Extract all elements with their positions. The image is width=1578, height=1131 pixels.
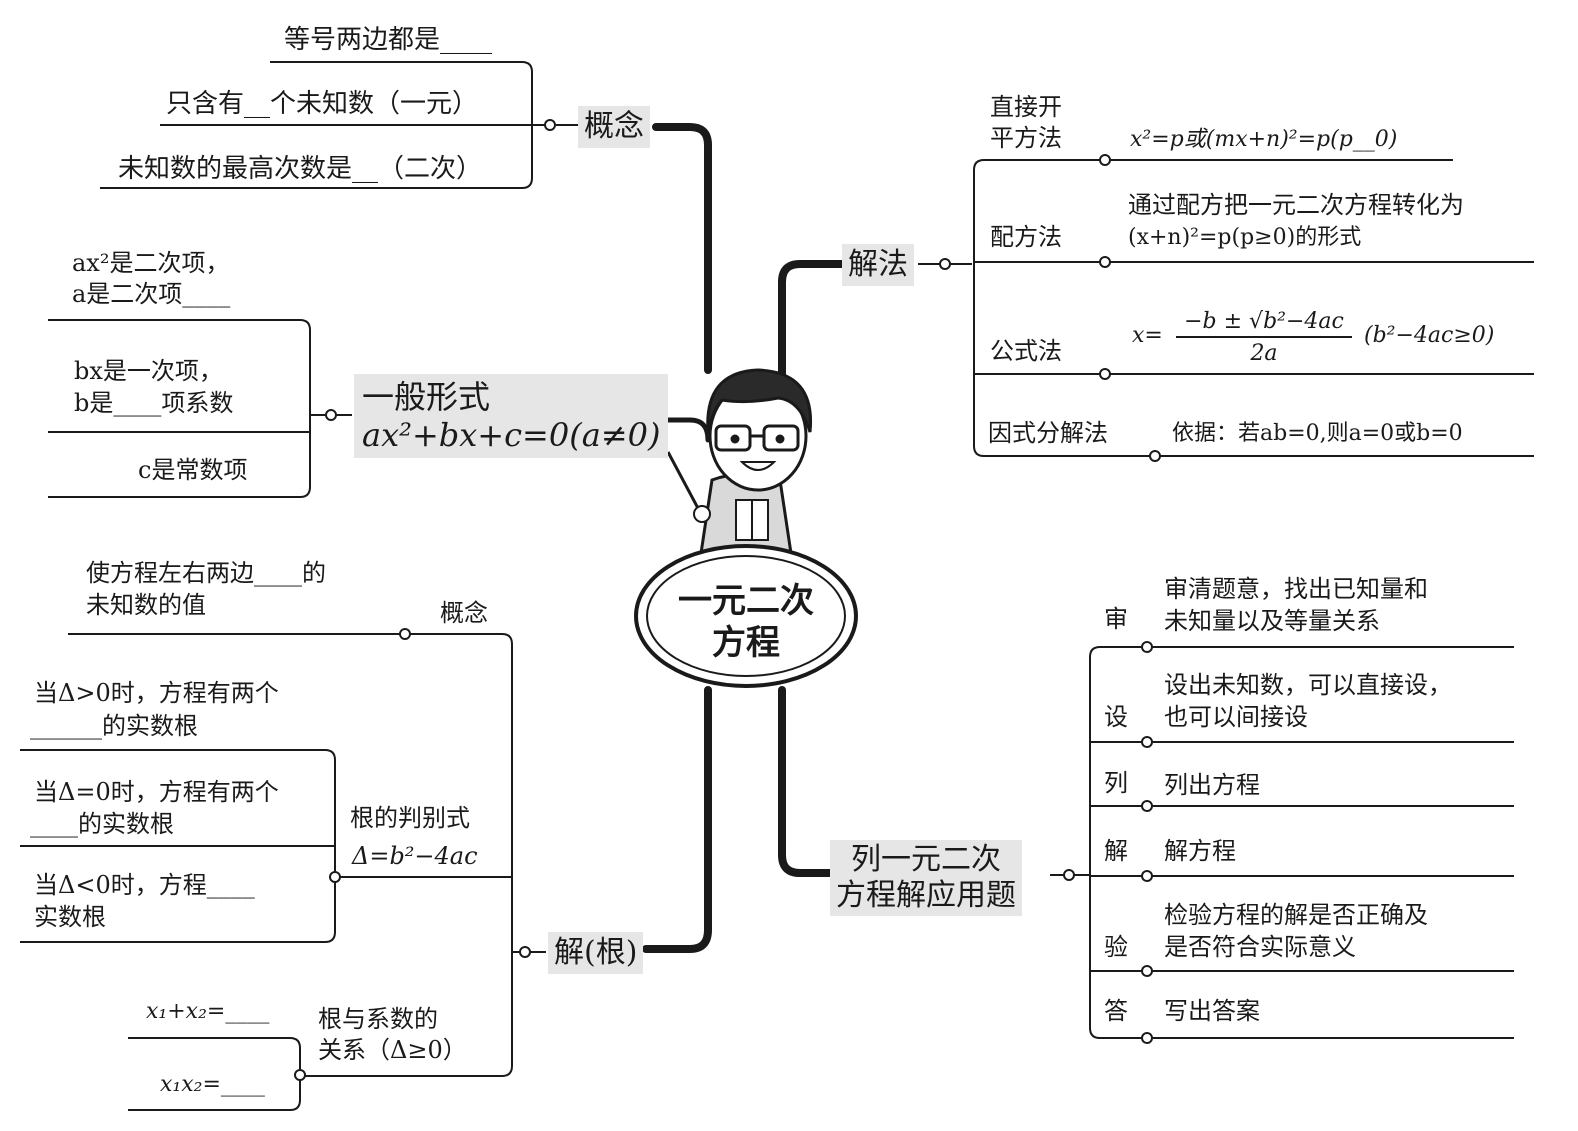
center-oval-inner	[646, 555, 846, 677]
step-4-line1: 解方程	[1164, 837, 1236, 865]
step-5-line1: 检验方程的解是否正确及	[1164, 901, 1428, 929]
concept-item-1: 等号两边都是____	[284, 25, 493, 55]
method-3-denominator: 2a	[1250, 341, 1278, 366]
vieta-product: x₁x₂=____	[160, 1072, 265, 1097]
roots-concept-text-line2: 未知数的值	[86, 591, 206, 619]
method-3-numerator: −b ± √b²−4ac	[1176, 308, 1352, 338]
method-4-detail: 依据：若ab=0,则a=0或b=0	[1172, 421, 1463, 446]
method-1-detail: x²=p或(mx+n)²=p(p__0)	[1130, 127, 1398, 152]
joint-method-4	[1149, 450, 1161, 462]
general-form-item-2-line1: bx是一次项，	[74, 357, 223, 385]
step-1-line2: 未知量以及等量关系	[1164, 607, 1380, 635]
case-1-line2: ______的实数根	[30, 712, 198, 740]
method-1-name-line2: 平方法	[990, 124, 1062, 152]
general-form-item-1-line2: a是二次项____	[72, 280, 231, 308]
vieta-sum: x₁+x₂=____	[146, 999, 270, 1024]
joint-step-1	[1141, 641, 1153, 653]
joint-method-2	[1099, 256, 1111, 268]
roots-concept-text-line1: 使方程左右两边____的	[86, 559, 326, 587]
joint-step-3	[1141, 800, 1153, 812]
center-title: 一元二次 方程	[652, 580, 840, 664]
discriminant-label: 根的判别式	[350, 804, 470, 832]
trunk-to-general-form	[631, 417, 711, 443]
joint-step-2	[1141, 736, 1153, 748]
methods-title: 解法	[842, 244, 914, 286]
joint-application	[1063, 869, 1075, 881]
joint-general-form	[325, 409, 337, 421]
teacher-illustration	[666, 368, 813, 562]
concept-item-2: 只含有__个未知数（一元）	[166, 89, 479, 119]
discriminant-formula: Δ=b²−4ac	[352, 842, 478, 870]
joint-roots-concept	[399, 628, 411, 640]
method-2-name: 配方法	[990, 223, 1062, 251]
joint-methods	[939, 258, 951, 270]
joint-method-1	[1099, 154, 1111, 166]
step-6-line1: 写出答案	[1164, 997, 1260, 1025]
method-3-condition: (b²−4ac≥0)	[1364, 323, 1495, 348]
center-title-line1: 一元二次	[678, 581, 814, 621]
joint-step-4	[1141, 870, 1153, 882]
trunk-to-concept	[652, 123, 712, 374]
step-4-key: 解	[1104, 837, 1128, 865]
general-form-formula: ax²+bx+c=0(a≠0)	[362, 416, 661, 454]
joint-method-3	[1099, 368, 1111, 380]
general-form-bubble: 一般形式 ax²+bx+c=0(a≠0)	[354, 374, 669, 458]
joint-discriminant	[329, 871, 341, 883]
step-6-key: 答	[1104, 997, 1128, 1025]
case-2-line1: 当Δ=0时，方程有两个	[34, 778, 279, 806]
step-5-key: 验	[1104, 933, 1128, 961]
step-3-key: 列	[1104, 769, 1128, 797]
general-form-item-2-line2: b是____项系数	[74, 389, 234, 417]
joint-roots	[519, 946, 531, 958]
method-4-name: 因式分解法	[988, 419, 1108, 447]
joint-step-6	[1141, 1032, 1153, 1044]
concept-item-3: 未知数的最高次数是__（二次）	[118, 154, 483, 184]
trunk-to-roots	[642, 686, 712, 953]
general-form-item-1-line1: ax²是二次项，	[72, 249, 230, 277]
vieta-label-line2: 关系（Δ≥0）	[318, 1036, 467, 1064]
step-1-key: 审	[1104, 605, 1128, 633]
roots-title: 解(根)	[548, 932, 644, 974]
center-title-line2: 方程	[712, 623, 780, 663]
joint-step-5	[1141, 965, 1153, 977]
case-1-line1: 当Δ>0时，方程有两个	[34, 679, 279, 707]
method-3-lhs: x=	[1132, 323, 1163, 348]
step-3-line1: 列出方程	[1164, 771, 1260, 799]
application-title: 列一元二次 方程解应用题	[830, 840, 1022, 916]
joint-vieta	[294, 1069, 306, 1081]
roots-concept-label: 概念	[440, 599, 488, 627]
step-2-line2: 也可以间接设	[1164, 703, 1308, 731]
vieta-label-line1: 根与系数的	[318, 1005, 438, 1033]
trunk-to-application	[778, 686, 834, 877]
method-2-detail-line1: 通过配方把一元二次方程转化为	[1128, 191, 1464, 219]
concept-title: 概念	[578, 106, 650, 148]
method-3-name: 公式法	[990, 337, 1062, 365]
step-5-line2: 是否符合实际意义	[1164, 933, 1356, 961]
joint-concept	[544, 119, 556, 131]
case-3-line2: 实数根	[34, 903, 106, 931]
method-2-detail-line2: (x+n)²=p(p≥0)的形式	[1128, 225, 1362, 250]
trunk-to-methods	[778, 260, 846, 379]
general-form-item-3: c是常数项	[138, 456, 248, 484]
case-2-line2: ____的实数根	[30, 810, 174, 838]
application-title-line1: 列一元二次	[851, 842, 1001, 877]
application-title-line2: 方程解应用题	[836, 878, 1016, 913]
general-form-title: 一般形式	[362, 378, 491, 416]
case-3-line1: 当Δ<0时，方程____	[34, 871, 255, 899]
step-2-key: 设	[1104, 703, 1128, 731]
step-1-line1: 审清题意，找出已知量和	[1164, 575, 1428, 603]
method-1-name-line1: 直接开	[990, 93, 1062, 121]
step-2-line1: 设出未知数，可以直接设，	[1164, 671, 1452, 699]
